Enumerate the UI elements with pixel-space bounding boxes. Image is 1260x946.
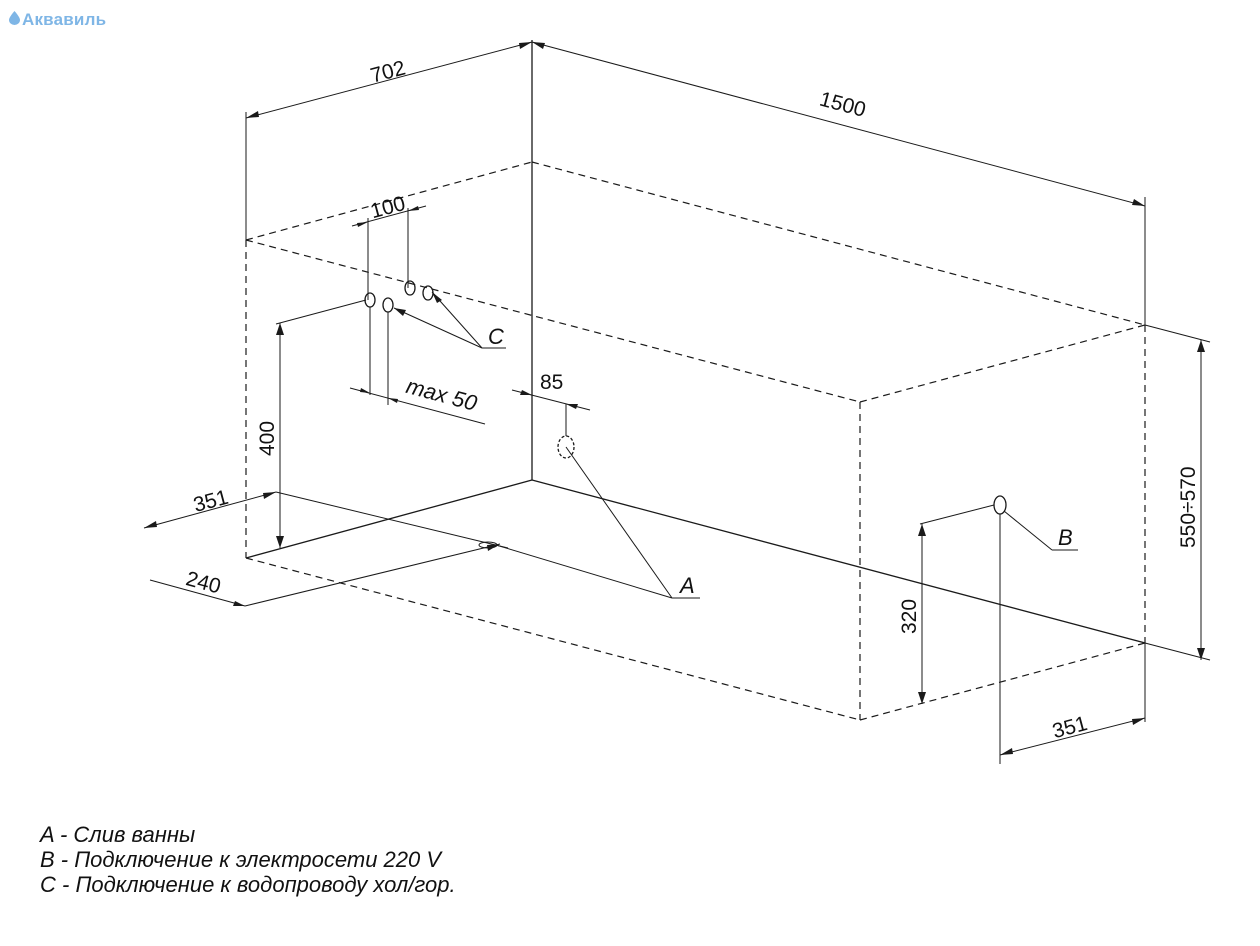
bathtub-outline xyxy=(245,161,1146,721)
dimension-width-label: 702 xyxy=(368,56,408,87)
dimension-mixer-offset-label: max 50 xyxy=(404,373,481,416)
brand-logo: Аквавиль xyxy=(9,10,106,30)
dimension-socket-offset-label: 351 xyxy=(1050,712,1090,743)
brand-name: Аквавиль xyxy=(22,10,107,29)
dimension-drain-offset-label: 85 xyxy=(540,371,563,394)
label-c: C xyxy=(488,324,504,349)
dimension-drain-depth: 240 xyxy=(149,543,501,607)
dimension-height: 550÷570 xyxy=(1144,324,1211,661)
legend: A - Слив ванны B - Подключение к электро… xyxy=(40,822,456,897)
dimension-mixer-height-label: 400 xyxy=(256,421,279,456)
dimension-mixer-spacing-label: 100 xyxy=(368,192,408,223)
dimension-length-label: 1500 xyxy=(817,88,868,122)
legend-item-a: A - Слив ванны xyxy=(40,822,196,847)
drain-outlet: 85 A xyxy=(478,371,700,599)
dimension-height-label: 550÷570 xyxy=(1177,466,1200,548)
legend-item-c: C - Подключение к водопроводу хол/гор. xyxy=(40,872,456,897)
dimension-socket-height-label: 320 xyxy=(898,599,921,634)
electric-socket: 320 351 B xyxy=(898,495,1146,764)
legend-item-b: B - Подключение к электросети 220 V xyxy=(40,847,442,872)
label-a: A xyxy=(678,573,695,598)
room-walls xyxy=(245,40,1146,644)
dimension-left-offset-label: 351 xyxy=(191,486,231,517)
dimension-width: 702 xyxy=(245,41,533,240)
label-b: B xyxy=(1058,525,1073,550)
mixer-outlets: 100 max 50 400 C xyxy=(256,192,506,548)
dimension-drain-depth-label: 240 xyxy=(183,567,223,598)
dimension-left-offset: 351 xyxy=(143,486,509,549)
water-drop-icon xyxy=(9,10,20,30)
dimension-length: 1500 xyxy=(531,41,1146,325)
